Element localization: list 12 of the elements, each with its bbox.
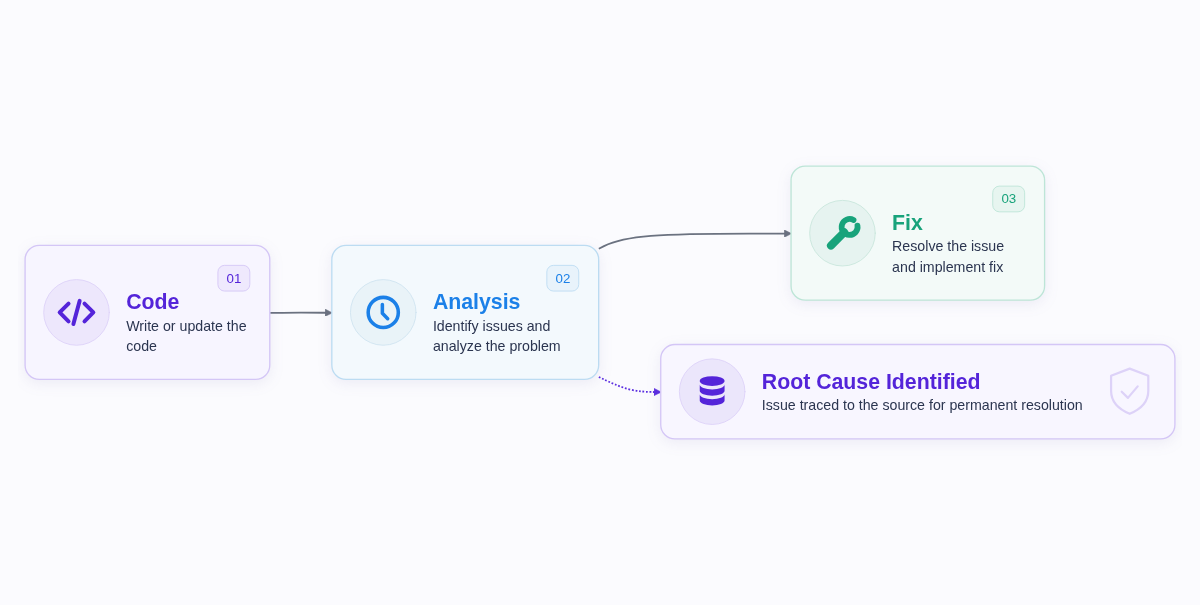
- card-title: Root Cause Identified: [761, 369, 981, 394]
- step-number: 01: [217, 264, 251, 292]
- arrow: [597, 229, 792, 250]
- step-number: 02: [546, 264, 580, 292]
- card-title: Fix: [892, 210, 923, 235]
- card-description: Write or update the code: [126, 317, 248, 356]
- step-number: 03: [992, 185, 1026, 213]
- card-description: Identify issues and analyze the problem: [432, 317, 562, 356]
- card-title: Analysis: [432, 290, 521, 314]
- card-title: Code: [126, 290, 180, 314]
- card-description: Issue traced to the source for permanent resolution: [761, 397, 1083, 413]
- card-description: Resolve the issue and implement fix: [892, 238, 1006, 277]
